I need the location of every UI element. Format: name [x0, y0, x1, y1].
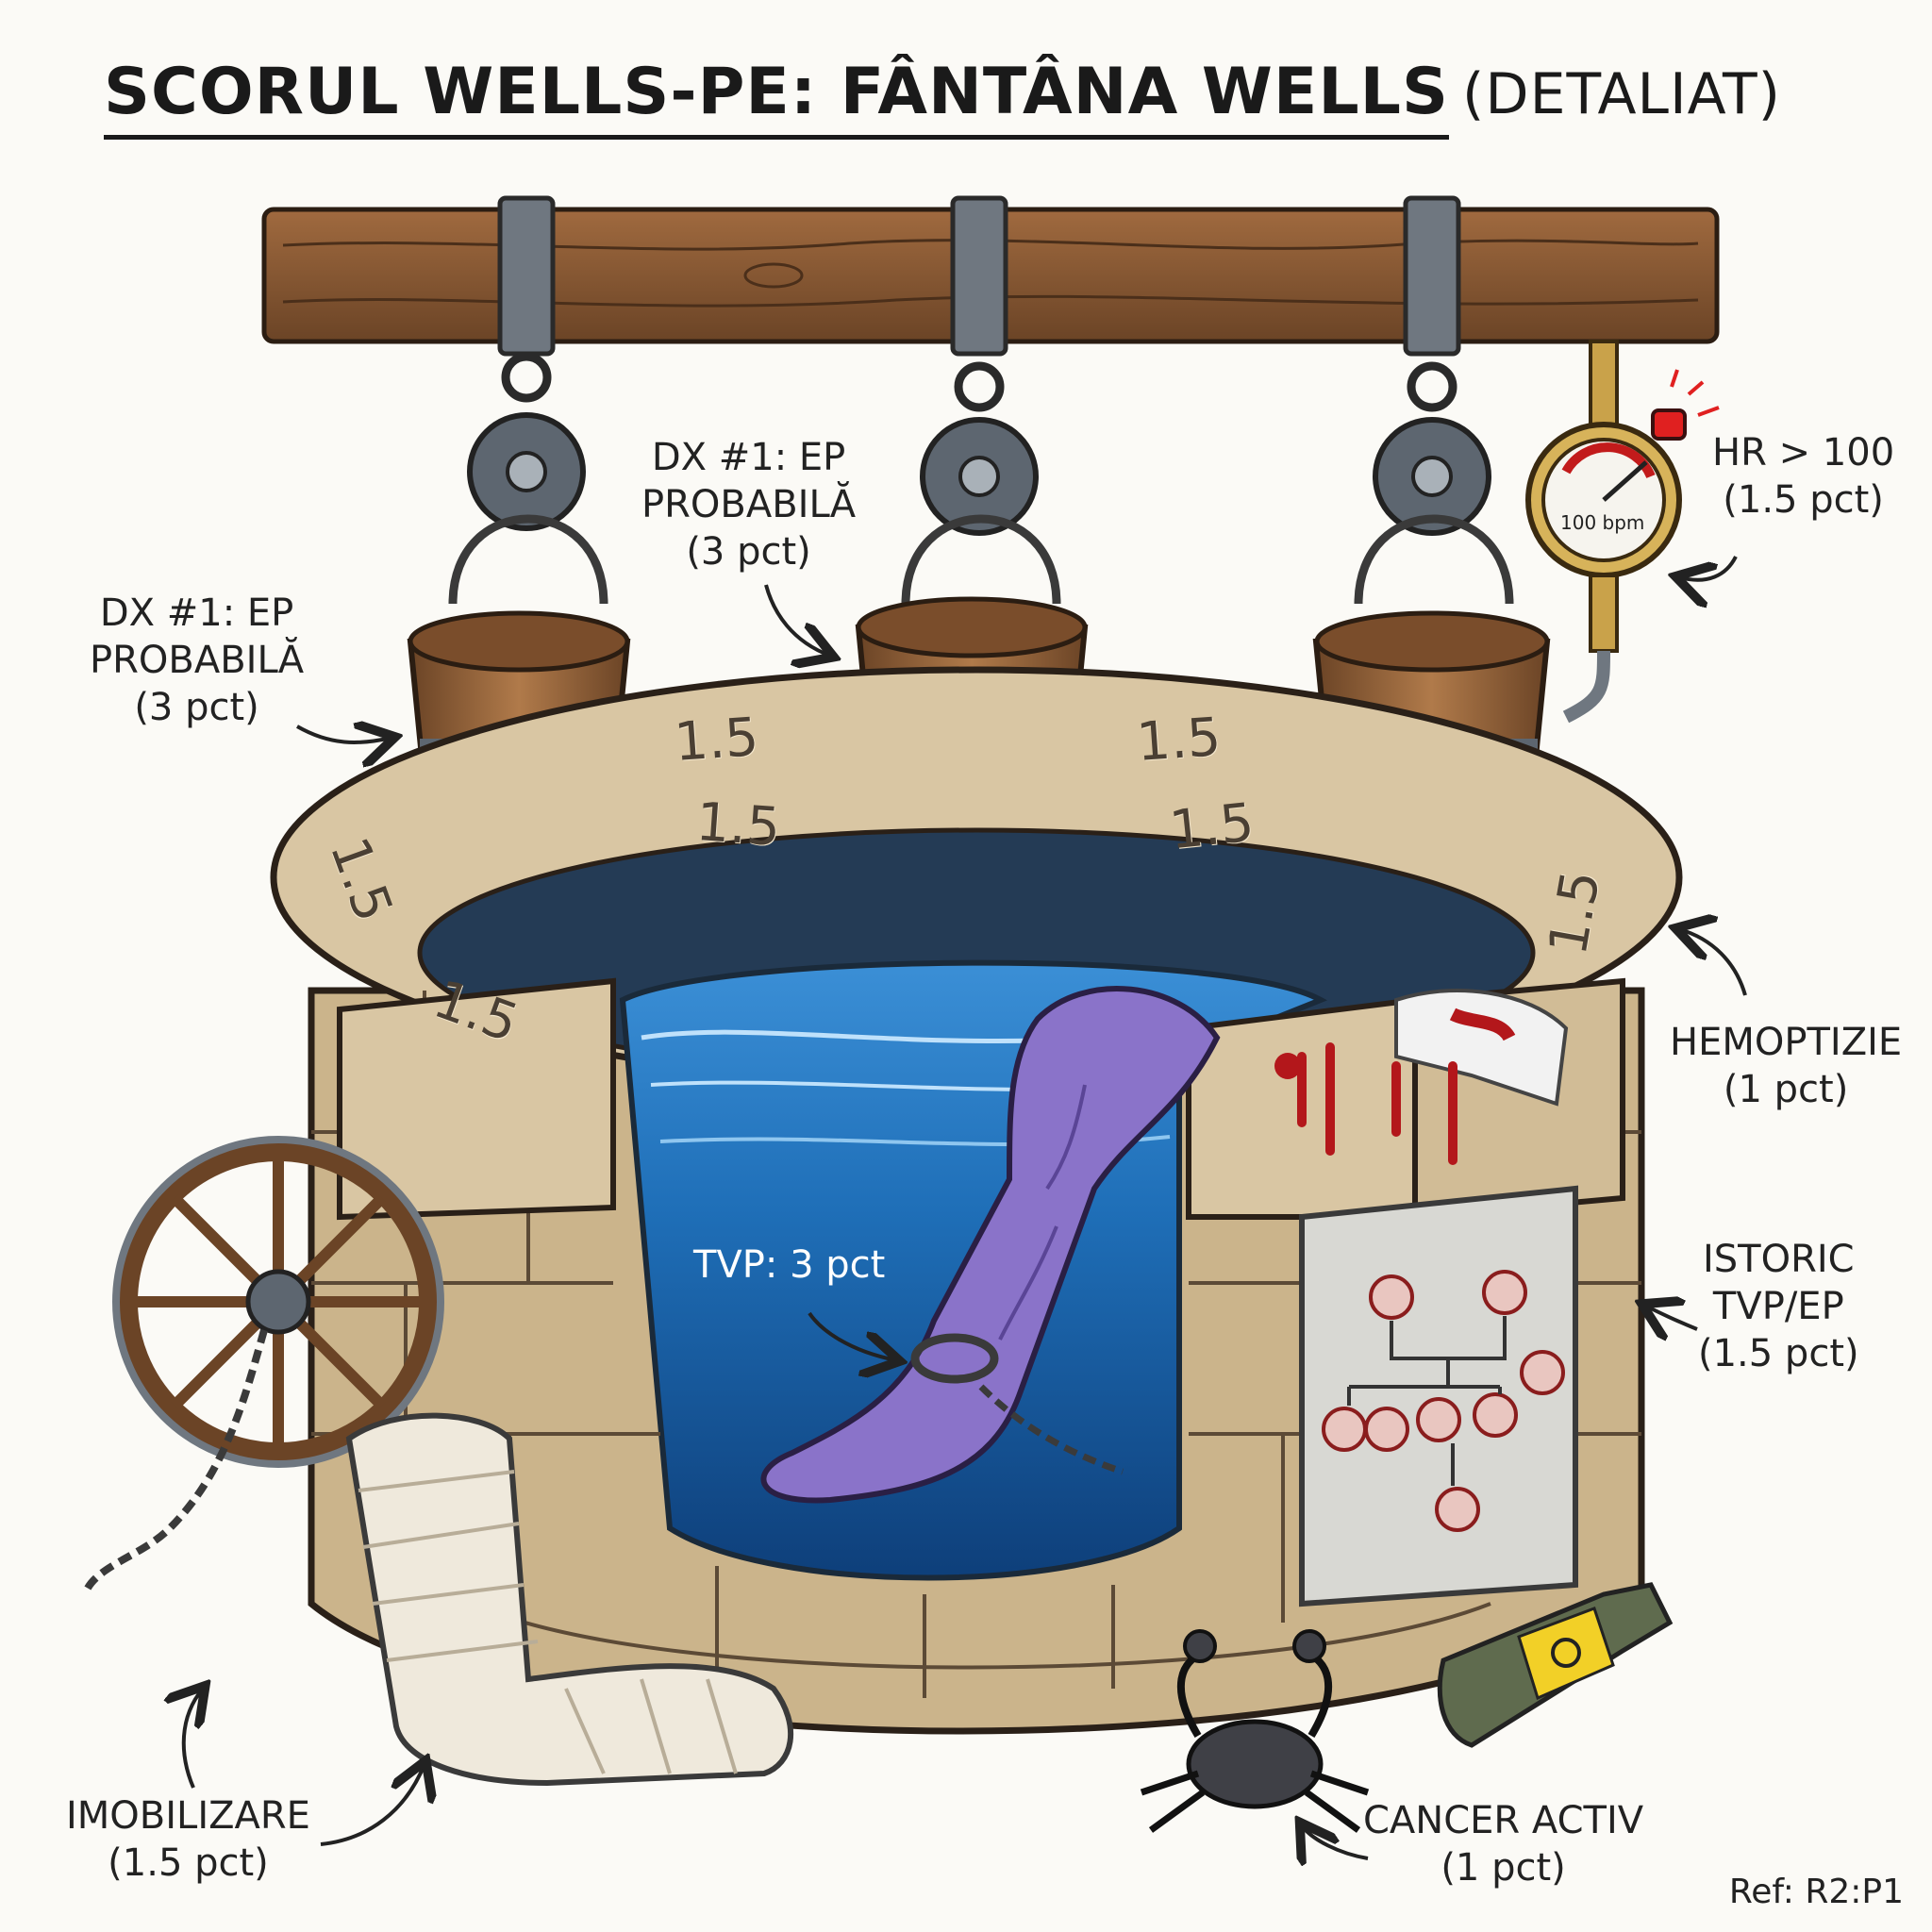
label-dx-left: DX #1: EP PROBABILĂ (3 pct) — [90, 590, 304, 731]
biohazard-bottle-icon — [1437, 1582, 1674, 1748]
label-dx-left-line1: DX #1: EP — [99, 591, 294, 635]
pressure-gauge-icon — [1525, 340, 1720, 724]
stone-score-3: 1.5 — [1166, 791, 1257, 862]
page-title: SCORUL WELLS-PE: FÂNTÂNA WELLS(DETALIAT) — [104, 55, 1782, 140]
alarm-light-icon — [1651, 369, 1720, 441]
arrow-icon — [184, 556, 1747, 1858]
label-hemoptizie: HEMOPTIZIE (1 pct) — [1670, 1019, 1902, 1113]
label-dx-center-line1: DX #1: EP — [651, 436, 846, 479]
stone-score-2: 1.5 — [1134, 706, 1224, 774]
label-cancer-line2: (1 pct) — [1441, 1846, 1566, 1890]
label-hemoptizie-line2: (1 pct) — [1723, 1068, 1849, 1111]
stone-score-1: 1.5 — [672, 706, 761, 774]
label-hr-line2: (1.5 pct) — [1723, 478, 1884, 522]
label-imobilizare-line2: (1.5 pct) — [108, 1841, 269, 1885]
bloody-cloth-icon — [1274, 989, 1569, 1165]
label-dx-center-line3: (3 pct) — [686, 530, 811, 574]
label-dx-left-line3: (3 pct) — [134, 686, 259, 729]
chain-icon — [81, 1328, 268, 1596]
label-istoric-line2: TVP/EP — [1712, 1285, 1844, 1328]
title-main: SCORUL WELLS-PE: FÂNTÂNA WELLS — [104, 55, 1449, 140]
stone-score-4: 1.5 — [693, 791, 783, 859]
label-hr-line1: HR > 100 — [1712, 431, 1895, 475]
label-istoric-line3: (1.5 pct) — [1698, 1332, 1859, 1375]
chain-icon — [978, 1384, 1124, 1475]
label-dx-center-line2: PROBABILĂ — [641, 483, 857, 526]
label-hr: HR > 100 (1.5 pct) — [1712, 429, 1894, 524]
label-imobilizare: IMOBILIZARE (1.5 pct) — [66, 1792, 310, 1887]
label-dx-center: DX #1: EP PROBABILĂ (3 pct) — [641, 434, 856, 575]
title-sub: (DETALIAT) — [1461, 61, 1782, 127]
label-hemoptizie-line1: HEMOPTIZIE — [1670, 1021, 1903, 1064]
gauge-reading: 100 bpm — [1560, 511, 1645, 534]
family-tree-plaque-icon — [1299, 1185, 1578, 1607]
reference-code: Ref: R2:P1 — [1728, 1873, 1904, 1911]
cast-boot-icon — [345, 1412, 794, 1787]
cart-wheel-icon — [81, 1136, 444, 1596]
tvp-label: TVP: 3 pct — [693, 1243, 886, 1287]
label-istoric-line1: ISTORIC — [1702, 1238, 1855, 1281]
leg-icon — [760, 985, 1221, 1504]
pulley-icon — [501, 352, 552, 403]
label-dx-left-line2: PROBABILĂ — [90, 639, 305, 682]
label-cancer-line1: CANCER ACTIV — [1363, 1799, 1644, 1842]
label-istoric: ISTORIC TVP/EP (1.5 pct) — [1698, 1236, 1859, 1377]
crab-icon — [1140, 1629, 1370, 1833]
label-cancer: CANCER ACTIV (1 pct) — [1363, 1797, 1643, 1891]
label-imobilizare-line1: IMOBILIZARE — [66, 1794, 310, 1838]
